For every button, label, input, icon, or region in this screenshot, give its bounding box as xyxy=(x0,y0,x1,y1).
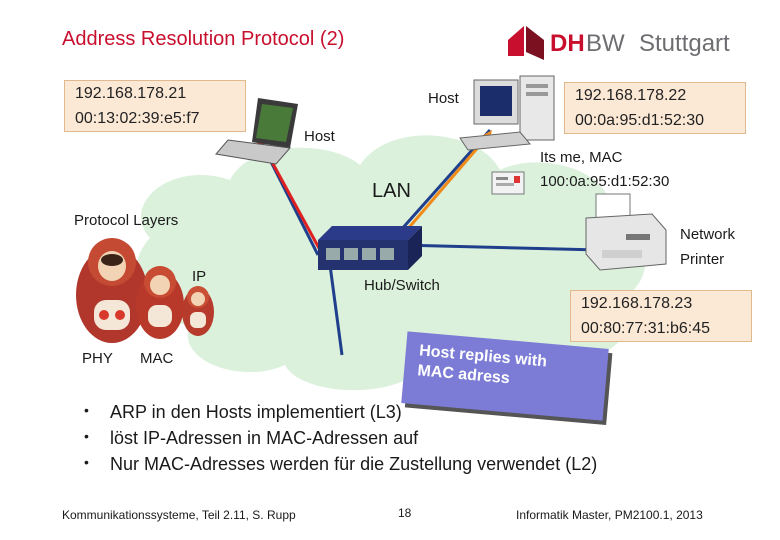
reply-line-1: Its me, MAC xyxy=(540,149,623,166)
dhbw-logo-mark xyxy=(508,26,544,60)
host-right-mac: 00:0a:95:d1:52:30 xyxy=(575,112,705,129)
layer-mac-label: MAC xyxy=(140,350,174,367)
host-left-label: Host xyxy=(304,128,335,145)
page-number: 18 xyxy=(398,506,412,520)
dhbw-logo: DH BW Stuttgart xyxy=(504,22,744,64)
host-right-label: Host xyxy=(428,90,459,107)
hub-switch-icon xyxy=(318,226,422,270)
reply-card-icon xyxy=(491,171,525,195)
switch-label: Hub/Switch xyxy=(364,277,440,294)
laptop-icon xyxy=(215,98,298,165)
desktop-computer-icon xyxy=(459,75,555,151)
link-bottom xyxy=(328,264,344,356)
printer-address-box: 192.168.178.23 00:80:77:31:b6:45 xyxy=(570,290,752,342)
printer-ip: 192.168.178.23 xyxy=(581,295,693,312)
host-left-ip: 192.168.178.21 xyxy=(75,85,187,102)
slide-title: Address Resolution Protocol (2) xyxy=(62,28,345,50)
printer-label-line-2: Printer xyxy=(680,251,725,268)
layer-phy-label: PHY xyxy=(82,350,113,367)
logo-bw-text: BW xyxy=(586,30,625,57)
matryoshka-dolls-icon xyxy=(76,238,214,343)
bullet-text: löst IP-Adressen in MAC-Adressen auf xyxy=(110,428,419,448)
bullet-text: Nur MAC-Adresses werden für die Zustellu… xyxy=(110,454,598,474)
lan-label: LAN xyxy=(372,180,411,202)
host-left-mac: 00:13:02:39:e5:f7 xyxy=(75,110,200,127)
host-left-address-box: 192.168.178.21 00:13:02:39:e5:f7 xyxy=(64,80,246,132)
bullet-dot-icon: • xyxy=(84,454,89,470)
printer-label-line-1: Network xyxy=(680,226,736,243)
footer-right: Informatik Master, PM2100.1, 2013 xyxy=(516,508,703,522)
reply-line-2: 100:0a:95:d1:52:30 xyxy=(540,173,670,190)
logo-dh-text: DH xyxy=(550,30,585,57)
arrow-reply xyxy=(398,137,488,239)
protocol-layers-label: Protocol Layers xyxy=(74,212,179,229)
layer-ip-label: IP xyxy=(192,268,207,285)
bullet-dot-icon: • xyxy=(84,402,89,418)
host-right-address-box: 192.168.178.22 00:0a:95:d1:52:30 xyxy=(564,82,746,134)
host-right-ip: 192.168.178.22 xyxy=(575,87,687,104)
bullet-dot-icon: • xyxy=(84,428,89,444)
printer-mac: 00:80:77:31:b6:45 xyxy=(581,320,711,337)
bullet-text: ARP in den Hosts implementiert (L3) xyxy=(110,402,402,422)
reply-text: Its me, MAC 100:0a:95:d1:52:30 xyxy=(540,146,669,194)
network-printer-icon xyxy=(585,193,667,271)
printer-label: Network Printer xyxy=(680,222,735,272)
footer-left: Kommunikationssysteme, Teil 2.11, S. Rup… xyxy=(62,508,296,522)
logo-city-text: Stuttgart xyxy=(639,30,730,57)
link-printer xyxy=(399,243,601,252)
